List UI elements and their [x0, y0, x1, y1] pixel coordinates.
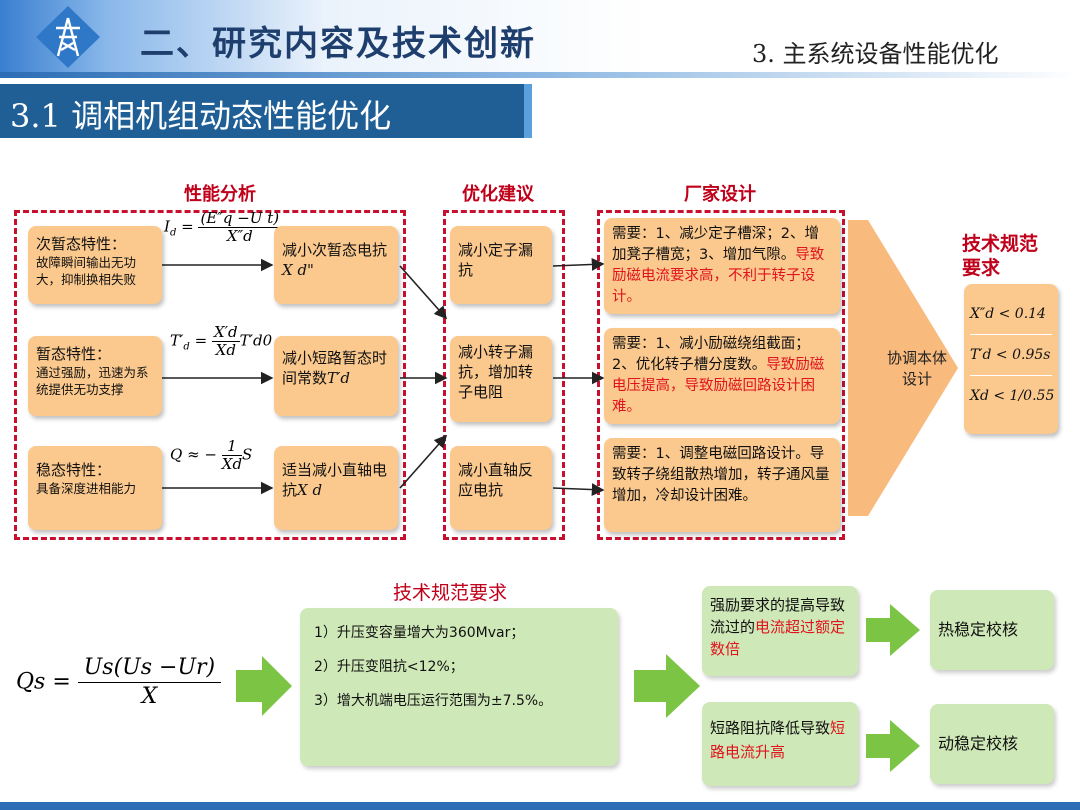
group-title-manufacturer: 厂家设计	[684, 184, 756, 205]
power-tower-icon	[56, 17, 80, 57]
check-dynamic-stability: 动稳定校核	[930, 704, 1054, 784]
effect-box-short-circuit: 短路阻抗降低导致短路电流升高	[702, 702, 858, 786]
characteristic-steady-state: 稳态特性： 具备深度进相能力	[28, 446, 162, 530]
spec-item-subtransient: X″d < 0.14	[970, 294, 1052, 335]
requirement-item: 2）升压变阻抗<12%；	[314, 659, 464, 675]
bottom-title: 技术规范要求	[392, 582, 507, 604]
header-divider	[0, 72, 1080, 78]
char-title: 暂态特性：	[36, 345, 112, 363]
requirement-item: 3）增大机端电压运行范围为±7.5%。	[314, 693, 553, 709]
header-bar: 二、研究内容及技术创新 3. 主系统设备性能优化	[0, 0, 1080, 72]
header-subtitle: 3. 主系统设备性能优化	[752, 40, 999, 68]
char-desc: 具备深度进相能力	[36, 481, 137, 496]
header-title: 二、研究内容及技术创新	[140, 24, 536, 64]
opt-rotor-leakage: 减小转子漏抗，增加转子电阻	[450, 336, 552, 422]
char-desc: 故障瞬间输出无功大，抑制换相失败	[36, 255, 137, 287]
mfr-design-1: 需要：1、减少定子槽深；2、增加凳子槽宽；3、增加气隙。导致励磁电流要求高，不利…	[604, 218, 840, 314]
section-accent	[524, 84, 532, 138]
footer-bar	[0, 802, 1080, 810]
char-title: 稳态特性：	[36, 461, 112, 479]
tech-spec-box: X″d < 0.14 T′d < 0.95s Xd < 1/0.55	[964, 284, 1058, 434]
coordinate-label: 协调本体设计	[886, 349, 947, 388]
coordinate-chevron	[848, 220, 958, 516]
arrow-opt1-mfr1	[552, 258, 605, 271]
char-title: 次暂态特性：	[36, 235, 127, 253]
opt-direct-axis-armature: 减小直轴反应电抗	[450, 446, 552, 530]
section-banner: 3.1 调相机组动态性能优化	[0, 84, 524, 138]
effect-box-current: 强励要求的提高导致流过的电流超过额定数倍	[702, 586, 858, 676]
characteristic-transient: 暂态特性： 通过强励，迅速为系统提供无功支撑	[28, 336, 162, 416]
arrow-opt3-mfr3	[552, 483, 605, 496]
mfr-design-2: 需要：1、减小励磁绕组截面；2、优化转子槽分度数。导致励磁电压提高，导致励磁回路…	[604, 328, 840, 424]
formula-reactive-power: Qs = Us(Us −Ur)X	[16, 654, 222, 711]
arrow-m3-opt2	[399, 434, 448, 489]
formula-subtransient: Id = (E″q −U t)X″d	[164, 209, 282, 245]
group-frame-analysis	[14, 210, 406, 540]
group-title-analysis: 性能分析	[184, 184, 256, 205]
green-arrow-effect1	[866, 604, 920, 656]
section-title: 3.1 调相机组动态性能优化	[10, 97, 392, 135]
characteristic-subtransient: 次暂态特性： 故障瞬间输出无功大，抑制换相失败	[28, 226, 162, 304]
measure-subtransient-reactance: 减小次暂态电抗X d"	[274, 226, 398, 304]
spec-item-direct-axis: Xd < 1/0.55	[970, 388, 1055, 404]
spec-item-transient: T′d < 0.95s	[970, 335, 1052, 376]
green-arrow-effect2	[866, 720, 920, 772]
char-desc: 通过强励，迅速为系统提供无功支撑	[36, 365, 149, 397]
group-title-tech-spec: 技术规范要求	[962, 233, 1039, 279]
measure-direct-axis-reactance: 适当减小直轴电抗X d	[274, 446, 398, 530]
green-arrow-formula	[236, 656, 292, 716]
group-title-optimization: 优化建议	[462, 184, 534, 205]
opt-stator-leakage: 减小定子漏抗	[450, 226, 552, 304]
requirement-item: 1）升压变容量增大为360Mvar；	[314, 625, 525, 641]
measure-transient-time-constant: 减小短路暂态时间常数T′d	[274, 336, 398, 416]
requirements-box: 1）升压变容量增大为360Mvar； 2）升压变阻抗<12%； 3）增大机端电压…	[300, 608, 618, 766]
green-arrow-requirements	[634, 654, 700, 718]
check-thermal-stability: 热稳定校核	[930, 590, 1054, 670]
mfr-design-3: 需要：1、调整电磁回路设计。导致转子绕组散热增加，转子通风量增加，冷却设计困难。	[604, 438, 840, 532]
arrow-m1-opt2	[399, 265, 448, 320]
